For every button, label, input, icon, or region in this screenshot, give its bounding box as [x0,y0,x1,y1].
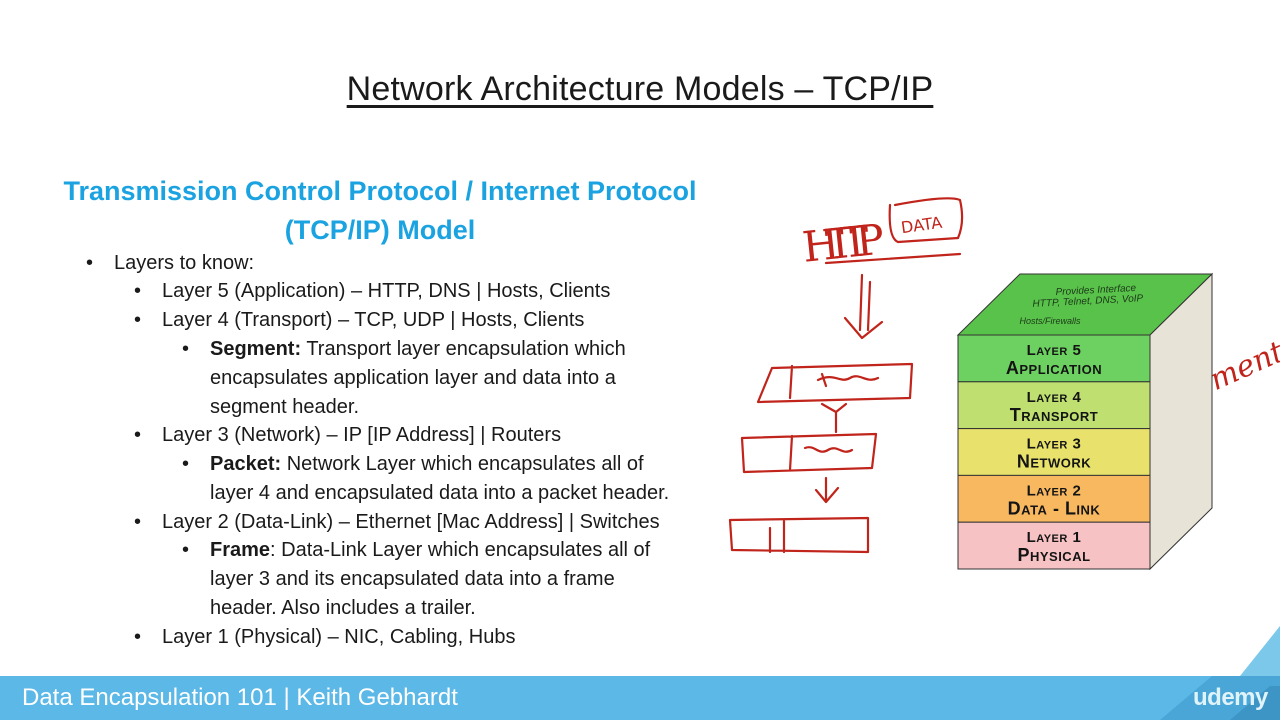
layer-name-label: Data - Link [1008,498,1101,518]
definition-text: Transport layer encapsulation which [301,338,626,360]
footer-bar: Data Encapsulation 101 | Keith Gebhardt … [0,676,1280,720]
bullet-layers-intro: •Layers to know: [86,252,255,274]
slide-subtitle-line1: Transmission Control Protocol / Internet… [63,176,697,206]
bullet-layer5: •Layer 5 (Application) – HTTP, DNS | Hos… [134,280,611,302]
packet-scribble [803,446,854,453]
bullet-segment-cont2: segment header. [210,396,359,418]
stack-top-line1: Provides Interface [1055,283,1136,298]
udemy-logo: udemy [1193,684,1268,711]
layer-number-label: Layer 2 [1027,482,1082,499]
layer-name-label: Transport [1010,405,1098,425]
layer-block-2 [957,474,1151,523]
arrow-down-3 [814,476,840,504]
data-bubble [888,197,964,244]
http-underline [824,252,962,265]
bullet-text: Layers to know: [114,252,255,274]
bullet-packet: •Packet: Network Layer which encapsulate… [182,453,644,475]
stack-top-line3: Hosts/Firewalls [1019,316,1081,326]
bullet-text: Layer 5 (Application) – HTTP, DNS | Host… [162,280,611,302]
layer-name-label: Application [1006,358,1102,378]
frame-box [728,516,870,554]
layer-number-label: Layer 4 [1027,389,1082,406]
bullet-frame: •Frame: Data-Link Layer which encapsulat… [182,539,651,561]
layer-number-label: Layer 5 [1027,342,1082,359]
layer-name-label: Network [1017,452,1091,472]
arrow-down-1 [843,273,884,340]
layer-name-label: Physical [1017,545,1090,565]
layer-block-3 [957,428,1151,476]
bullet-layer1: •Layer 1 (Physical) – NIC, Cabling, Hubs [134,626,516,648]
bullet-packet-cont1: layer 4 and encapsulated data into a pac… [210,482,670,504]
layer-block-4 [957,381,1151,430]
bullet-layer3: •Layer 3 (Network) – IP [IP Address] | R… [134,424,562,446]
segment-scribble [816,372,880,388]
definition-term: Frame [210,539,271,561]
bullet-layer4: •Layer 4 (Transport) – TCP, UDP | Hosts,… [134,309,585,331]
slide-title: Network Architecture Models – TCP/IP [346,70,934,108]
corner-decoration [1240,626,1280,676]
definition-term: Segment: [210,338,302,360]
segment-box [756,362,914,404]
bullet-text: Layer 4 (Transport) – TCP, UDP | Hosts, … [162,309,585,331]
bullet-layer2: •Layer 2 (Data-Link) – Ethernet [Mac Add… [134,511,660,533]
layer-number-label: Layer 3 [1027,436,1082,453]
layer-block-1 [957,521,1151,570]
bullet-segment-cont1: encapsulates application layer and data … [210,367,616,389]
http-annotation: HTTP [800,215,887,272]
layer-number-label: Layer 1 [1027,529,1082,546]
definition-text: : Data-Link Layer which encapsulates all… [270,539,651,561]
bullet-frame-cont2: header. Also includes a trailer. [210,597,476,619]
packet-box [740,432,878,474]
bullet-segment: •Segment: Transport layer encapsulation … [182,338,626,360]
bullet-text: Layer 3 (Network) – IP [IP Address] | Ro… [162,424,562,446]
footer-decoration [1160,676,1280,720]
bullet-frame-cont1: layer 3 and its encapsulated data into a… [210,568,615,590]
layer-block-5 [957,334,1151,383]
footer-text: Data Encapsulation 101 | Keith Gebhardt [22,684,458,711]
slide-subtitle-line2: (TCP/IP) Model [284,215,476,245]
definition-term: Packet: [210,453,282,475]
bullet-text: Layer 2 (Data-Link) – Ethernet [Mac Addr… [162,511,660,533]
bullet-text: Layer 1 (Physical) – NIC, Cabling, Hubs [162,626,516,648]
arrow-down-2 [820,402,848,434]
definition-text: Network Layer which encapsulates all of [281,453,644,475]
arrow-down-1b [866,280,872,332]
